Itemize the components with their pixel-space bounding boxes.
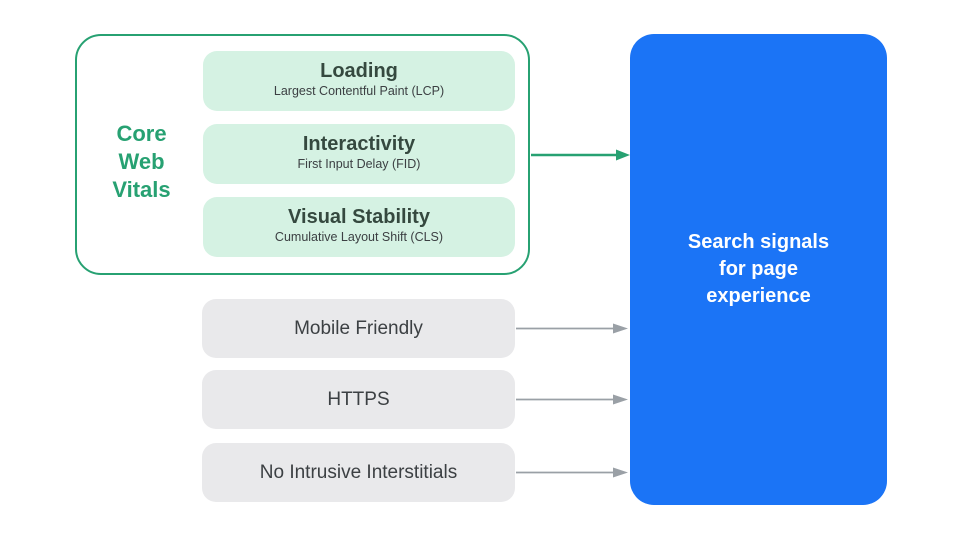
pillar-visual-stability-subtitle: Cumulative Layout Shift (CLS) (274, 230, 444, 244)
pillar-interactivity-title: Interactivity (302, 133, 416, 155)
pillar-loading: Loading Largest Contentful Paint (LCP) (203, 51, 515, 111)
signal-mobile-friendly-label: Mobile Friendly (294, 317, 423, 339)
pillar-loading-title: Loading (320, 60, 398, 82)
arrow-mobile-friendly (516, 323, 628, 334)
signal-https: HTTPS (202, 370, 515, 429)
signal-no-intrusive-interstitials-label: No Intrusive Interstitials (259, 461, 458, 483)
signal-no-intrusive-interstitials: No Intrusive Interstitials (202, 443, 515, 502)
arrow-https (516, 394, 628, 405)
pillar-visual-stability: Visual Stability Cumulative Layout Shift… (203, 197, 515, 257)
pillar-visual-stability-title: Visual Stability (288, 206, 430, 228)
search-signals-title: Search signals for page experience (687, 231, 830, 307)
core-web-vitals-outline (75, 34, 530, 275)
signal-https-label: HTTPS (327, 388, 390, 410)
pillar-loading-subtitle: Largest Contentful Paint (LCP) (273, 84, 445, 98)
pillar-interactivity-subtitle: First Input Delay (FID) (297, 157, 421, 171)
signal-mobile-friendly: Mobile Friendly (202, 299, 515, 358)
pillar-interactivity: Interactivity First Input Delay (FID) (203, 124, 515, 184)
search-signals-box: Search signals for page experience (630, 34, 887, 505)
arrow-core-web-vitals (531, 149, 630, 161)
arrow-no-intrusive-interstitials (516, 467, 628, 478)
core-web-vitals-label: Core Web Vitals (112, 121, 171, 202)
